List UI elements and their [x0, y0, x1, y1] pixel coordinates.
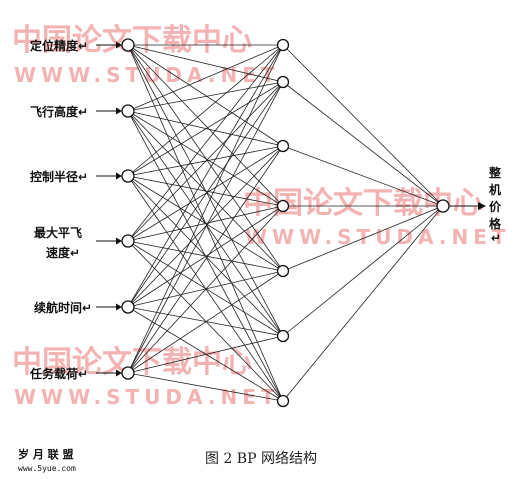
input-node-4 — [121, 234, 135, 248]
hidden-node-5 — [276, 264, 290, 278]
connection-input-5-hidden-2 — [127, 81, 284, 308]
output-label-char-2: 机 — [489, 182, 501, 197]
output-label-char-4: 格 — [489, 216, 502, 231]
connection-input-2-hidden-3 — [127, 110, 284, 147]
connection-input-5-hidden-6 — [127, 306, 284, 337]
logo-site: www.5yue.com — [18, 464, 76, 473]
connection-input-6-hidden-5 — [127, 270, 284, 374]
input-labels: 定位精度↵ 飞行高度↵ 控制半径↵ 最大平飞 速度↵ 续航时间↵ 任务载荷↵ — [29, 38, 92, 381]
input-arrowhead-2 — [116, 107, 122, 115]
connection-hidden-1-output — [282, 44, 444, 207]
connection-input-3-hidden-1 — [127, 44, 284, 177]
connection-input-4-hidden-4 — [127, 205, 284, 242]
hidden-node-1 — [276, 38, 290, 52]
input-arrowhead-4 — [116, 237, 122, 245]
figure-caption: 图 2 BP 网络结构 — [205, 451, 317, 467]
input-node-5 — [121, 300, 135, 314]
connection-input-4-hidden-6 — [127, 240, 284, 337]
input-arrowhead-1 — [116, 41, 122, 49]
input-node-2 — [121, 104, 135, 118]
connection-input-3-hidden-4 — [127, 175, 284, 207]
input-node-6 — [121, 366, 135, 380]
connection-input-4-hidden-1 — [127, 44, 284, 242]
output-node — [436, 199, 450, 213]
input-label-flight-altitude: 飞行高度↵ — [30, 104, 88, 119]
hidden-node-6 — [276, 329, 290, 343]
connection-input-6-hidden-4 — [127, 205, 284, 374]
watermark-middle-en: WWW.STUDA.NET — [245, 225, 511, 249]
output-label-char-5: ↵ — [491, 231, 501, 245]
input-arrows — [96, 41, 122, 377]
output-label-char-1: 整 — [488, 165, 501, 180]
network-connections — [127, 44, 444, 402]
connection-input-4-hidden-2 — [127, 81, 284, 242]
connection-hidden-2-output — [282, 81, 444, 207]
input-label-payload: 任务载荷↵ — [29, 366, 88, 381]
connection-hidden-5-output — [282, 205, 444, 272]
connection-hidden-7-output — [282, 205, 444, 402]
input-arrowhead-3 — [116, 172, 122, 180]
hidden-node-3 — [276, 139, 290, 153]
connection-input-2-hidden-2 — [127, 81, 284, 112]
input-arrowhead-6 — [116, 369, 122, 377]
connection-input-6-hidden-2 — [127, 81, 284, 374]
input-label-max-level-speed-line1: 最大平飞 — [34, 225, 82, 240]
site-logo: 岁 月 联 盟 www.5yue.com — [18, 447, 76, 473]
connection-input-3-hidden-2 — [127, 81, 284, 177]
input-node-3 — [121, 169, 135, 183]
input-label-positioning-accuracy: 定位精度↵ — [30, 38, 88, 53]
input-label-endurance: 续航时间↵ — [34, 300, 92, 315]
connection-input-5-hidden-1 — [127, 44, 284, 308]
watermark-top-en: WWW.STUDA.NET — [14, 63, 280, 87]
connection-input-6-hidden-6 — [127, 335, 284, 374]
logo-title: 岁 月 联 盟 — [18, 447, 74, 461]
connection-input-1-hidden-2 — [127, 44, 284, 83]
output-label: 整 机 价 格 ↵ — [488, 165, 502, 245]
connection-hidden-3-output — [282, 145, 444, 207]
output-label-char-3: 价 — [489, 200, 502, 214]
connection-input-4-hidden-3 — [127, 145, 284, 242]
connection-input-5-hidden-4 — [127, 205, 284, 308]
connection-input-4-hidden-7 — [127, 240, 284, 402]
input-node-1 — [121, 38, 135, 52]
watermark-bottom-en: WWW.STUDA.NET — [14, 385, 280, 409]
hidden-node-7 — [276, 394, 290, 408]
connection-input-1-hidden-3 — [127, 44, 284, 147]
connection-input-4-hidden-5 — [127, 240, 284, 272]
connection-input-5-hidden-3 — [127, 145, 284, 308]
input-label-control-radius: 控制半径↵ — [30, 169, 88, 184]
connection-input-2-hidden-4 — [127, 110, 284, 207]
network-nodes — [121, 38, 450, 408]
connection-input-6-hidden-3 — [127, 145, 284, 374]
connection-input-2-hidden-1 — [127, 44, 284, 112]
connection-input-1-hidden-4 — [127, 44, 284, 207]
input-label-max-level-speed-line2: 速度↵ — [46, 245, 80, 260]
connection-input-5-hidden-7 — [127, 306, 284, 402]
connection-input-6-hidden-7 — [127, 372, 284, 402]
hidden-node-4 — [276, 199, 290, 213]
hidden-node-2 — [276, 75, 290, 89]
connection-input-6-hidden-1 — [127, 44, 284, 374]
input-arrowhead-5 — [116, 303, 122, 311]
output-arrowhead — [478, 202, 486, 210]
connection-hidden-6-output — [282, 205, 444, 337]
watermark-top: 中国论文下载中心 WWW.STUDA.NET — [12, 23, 280, 87]
watermark-middle: 中国论文下载中心 WWW.STUDA.NET — [243, 186, 511, 249]
